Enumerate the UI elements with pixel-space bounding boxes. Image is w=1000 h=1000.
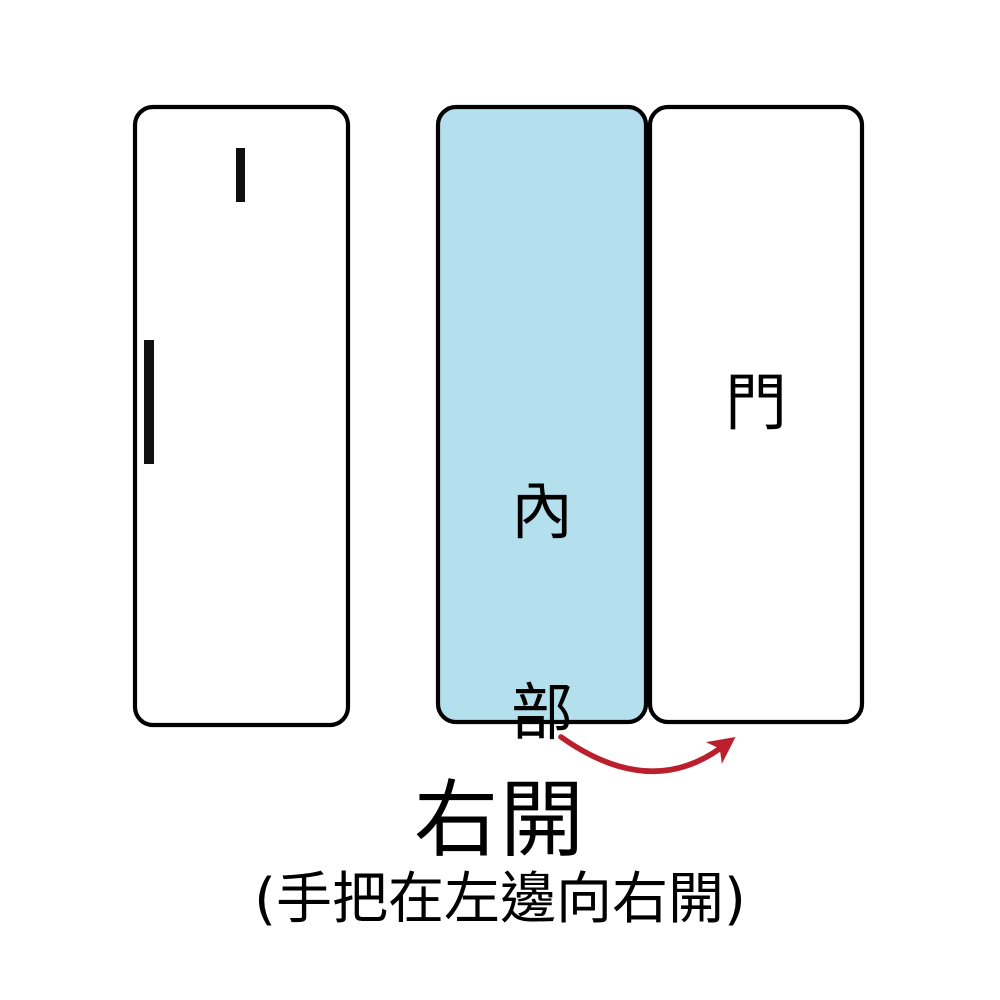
- door-panel-label: 門: [724, 366, 787, 439]
- side-handle-mark: [144, 340, 154, 464]
- interior-panel-label: 內 部: [438, 345, 646, 881]
- interior-char-2: 部: [510, 675, 573, 749]
- caption-subtitle: (手把在左邊向右開): [254, 867, 746, 932]
- interior-panel: [435, 104, 649, 725]
- swing-direction-arrow: [558, 734, 736, 774]
- top-handle-mark: [236, 148, 245, 202]
- caption-main-title: 右開: [413, 771, 586, 869]
- door-panel: [647, 104, 865, 725]
- interior-char-1: 內: [510, 474, 573, 548]
- refrigerator-front-panel: [132, 104, 351, 728]
